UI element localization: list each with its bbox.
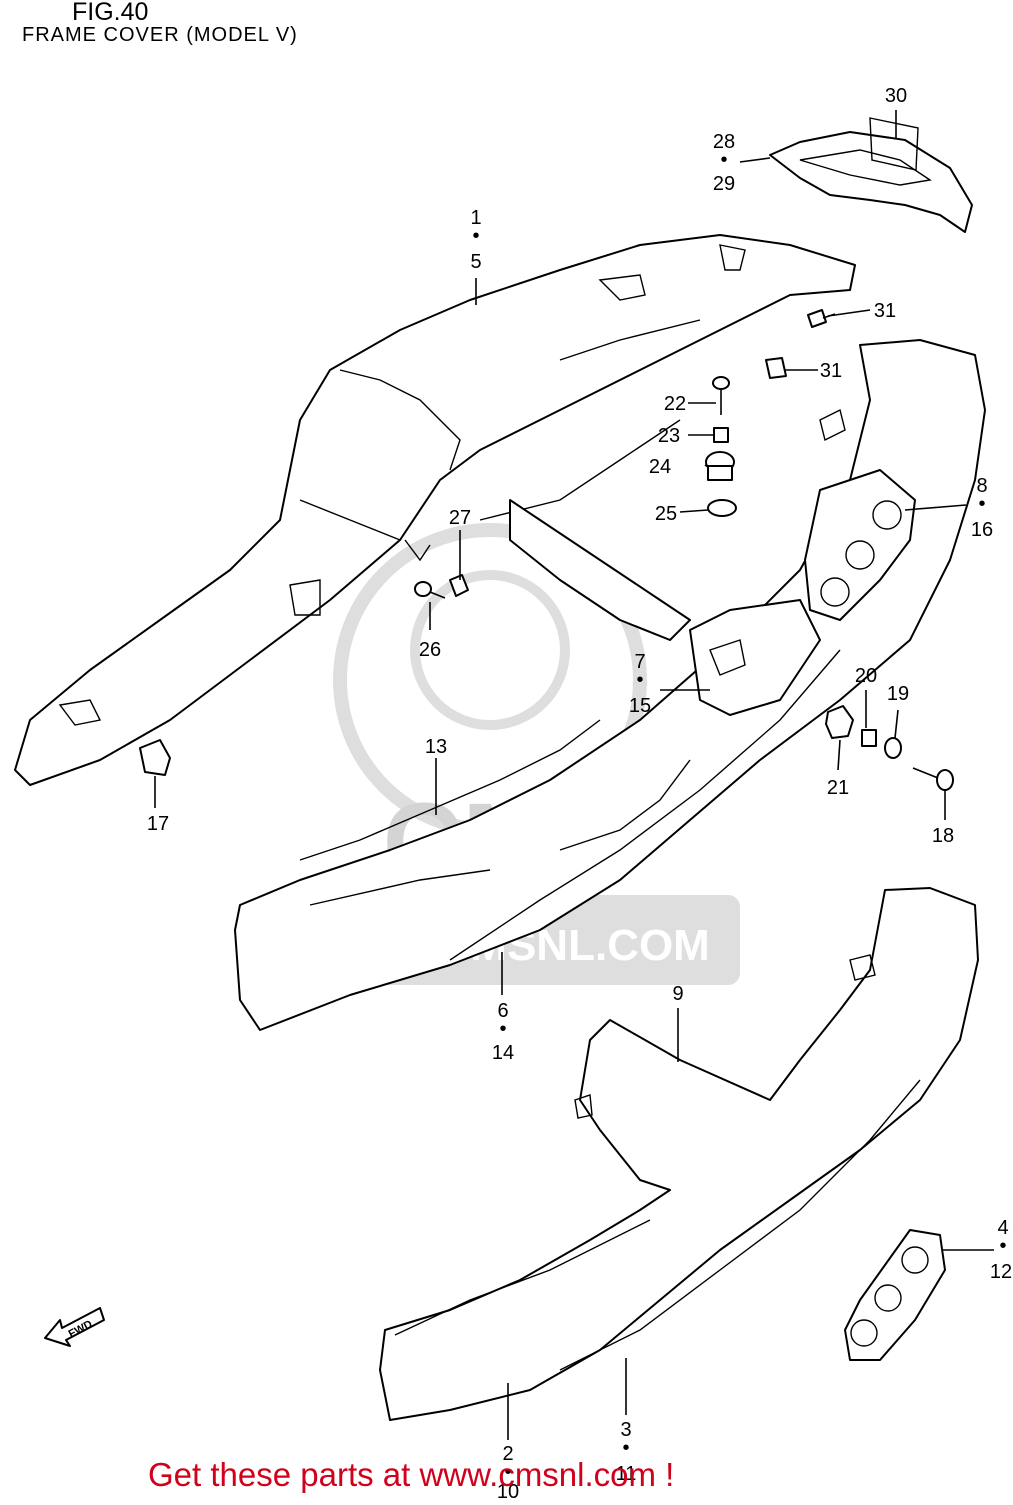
footer-link[interactable]: Get these parts at www.cmsnl.com ! [148,1456,675,1493]
callout-22: 22 [664,393,686,415]
callout-15: 15 [629,695,651,717]
callout-20: 20 [855,665,877,687]
svg-text:•: • [622,1437,629,1459]
callout-29: 29 [713,173,735,195]
callout-7: 7 [634,651,645,673]
callout-25: 25 [655,503,677,525]
part-seat-cowl [769,117,973,233]
fwd-label: FWD [67,1318,95,1340]
callout-11: 11 [616,1463,637,1485]
callout-5: 5 [470,251,481,273]
callout-labels: 1 • 5 28 • 29 30 31 31 22 23 24 25 8 • 1… [147,85,1012,1503]
callout-3: 3 [620,1419,631,1441]
svg-text:•: • [472,225,479,247]
callout-31b: 31 [820,360,842,382]
callout-18: 18 [932,825,954,847]
callout-17: 17 [147,813,169,835]
callout-24: 24 [649,456,671,478]
callout-12: 12 [990,1261,1012,1283]
part-tail-cover [14,234,856,786]
callout-27: 27 [449,507,471,529]
callout-21: 21 [827,777,849,799]
svg-text:•: • [499,1018,506,1040]
callout-14: 14 [492,1042,514,1064]
callout-28: 28 [713,131,735,153]
callout-13: 13 [425,736,447,758]
svg-text:•: • [636,669,643,691]
callout-2: 2 [502,1443,513,1465]
svg-text:•: • [999,1235,1006,1257]
figure-label: FIG.40 [72,0,149,26]
hardware [139,309,954,791]
part-reflector [844,1229,946,1361]
callout-23: 23 [658,425,680,447]
callout-1: 1 [470,207,481,229]
svg-text:•: • [504,1461,511,1483]
callout-6: 6 [497,1000,508,1022]
svg-text:•: • [720,149,727,171]
fwd-arrow-icon: FWD [44,1307,105,1347]
callout-16: 16 [971,519,993,541]
svg-text:•: • [978,493,985,515]
callout-9: 9 [672,983,683,1005]
callout-8: 8 [976,475,987,497]
callout-19: 19 [887,683,909,705]
leader-lines [154,110,994,1440]
figure-subtitle: FRAME COVER (MODEL V) [22,24,298,46]
callout-10: 10 [497,1481,519,1500]
callout-30: 30 [885,85,907,107]
callout-26: 26 [419,639,441,661]
callout-31a: 31 [874,300,896,322]
part-frame-cover-13 [299,719,691,861]
callout-4: 4 [997,1217,1008,1239]
part-left-side-cover [379,887,979,1421]
part-right-side-cover [234,339,986,1031]
